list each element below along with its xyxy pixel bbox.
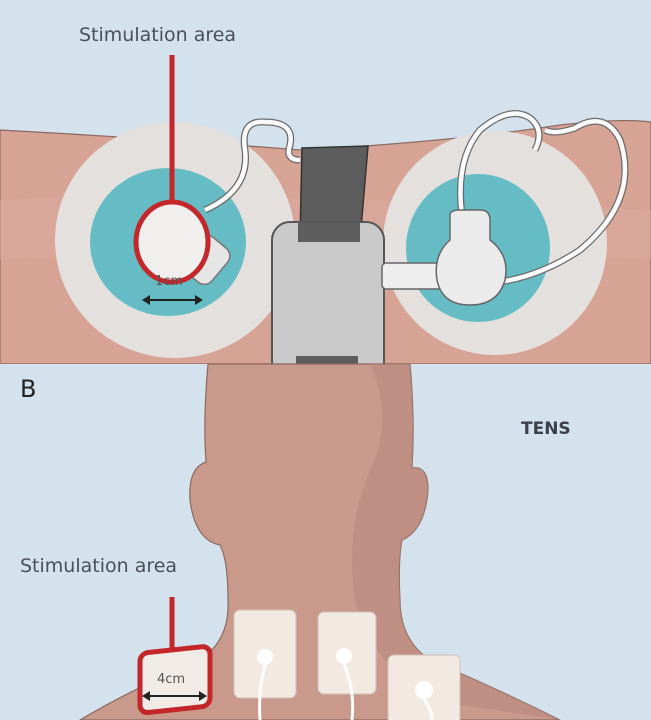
stimulation-area-label-b: Stimulation area (20, 555, 178, 577)
measure-label-b: 4cm (157, 672, 186, 687)
panel-b (0, 363, 651, 720)
electrode-wire-2 (342, 663, 355, 720)
panel-a (0, 0, 651, 381)
measure-arrow-icon-b (142, 691, 207, 701)
stimulation-area-label-a: Stimulation area (79, 24, 237, 46)
stimulation-area-circle (133, 199, 211, 285)
panel-letter: B (20, 375, 37, 403)
measure-label-a: 1cm (155, 274, 184, 289)
electrode-wire-3 (422, 698, 434, 720)
measure-arrow-icon (142, 295, 203, 305)
electrode-wire-1 (258, 664, 267, 720)
right-connector-icon (435, 209, 507, 306)
neck-shadow (352, 364, 560, 720)
tens-title: TENS (521, 419, 571, 439)
